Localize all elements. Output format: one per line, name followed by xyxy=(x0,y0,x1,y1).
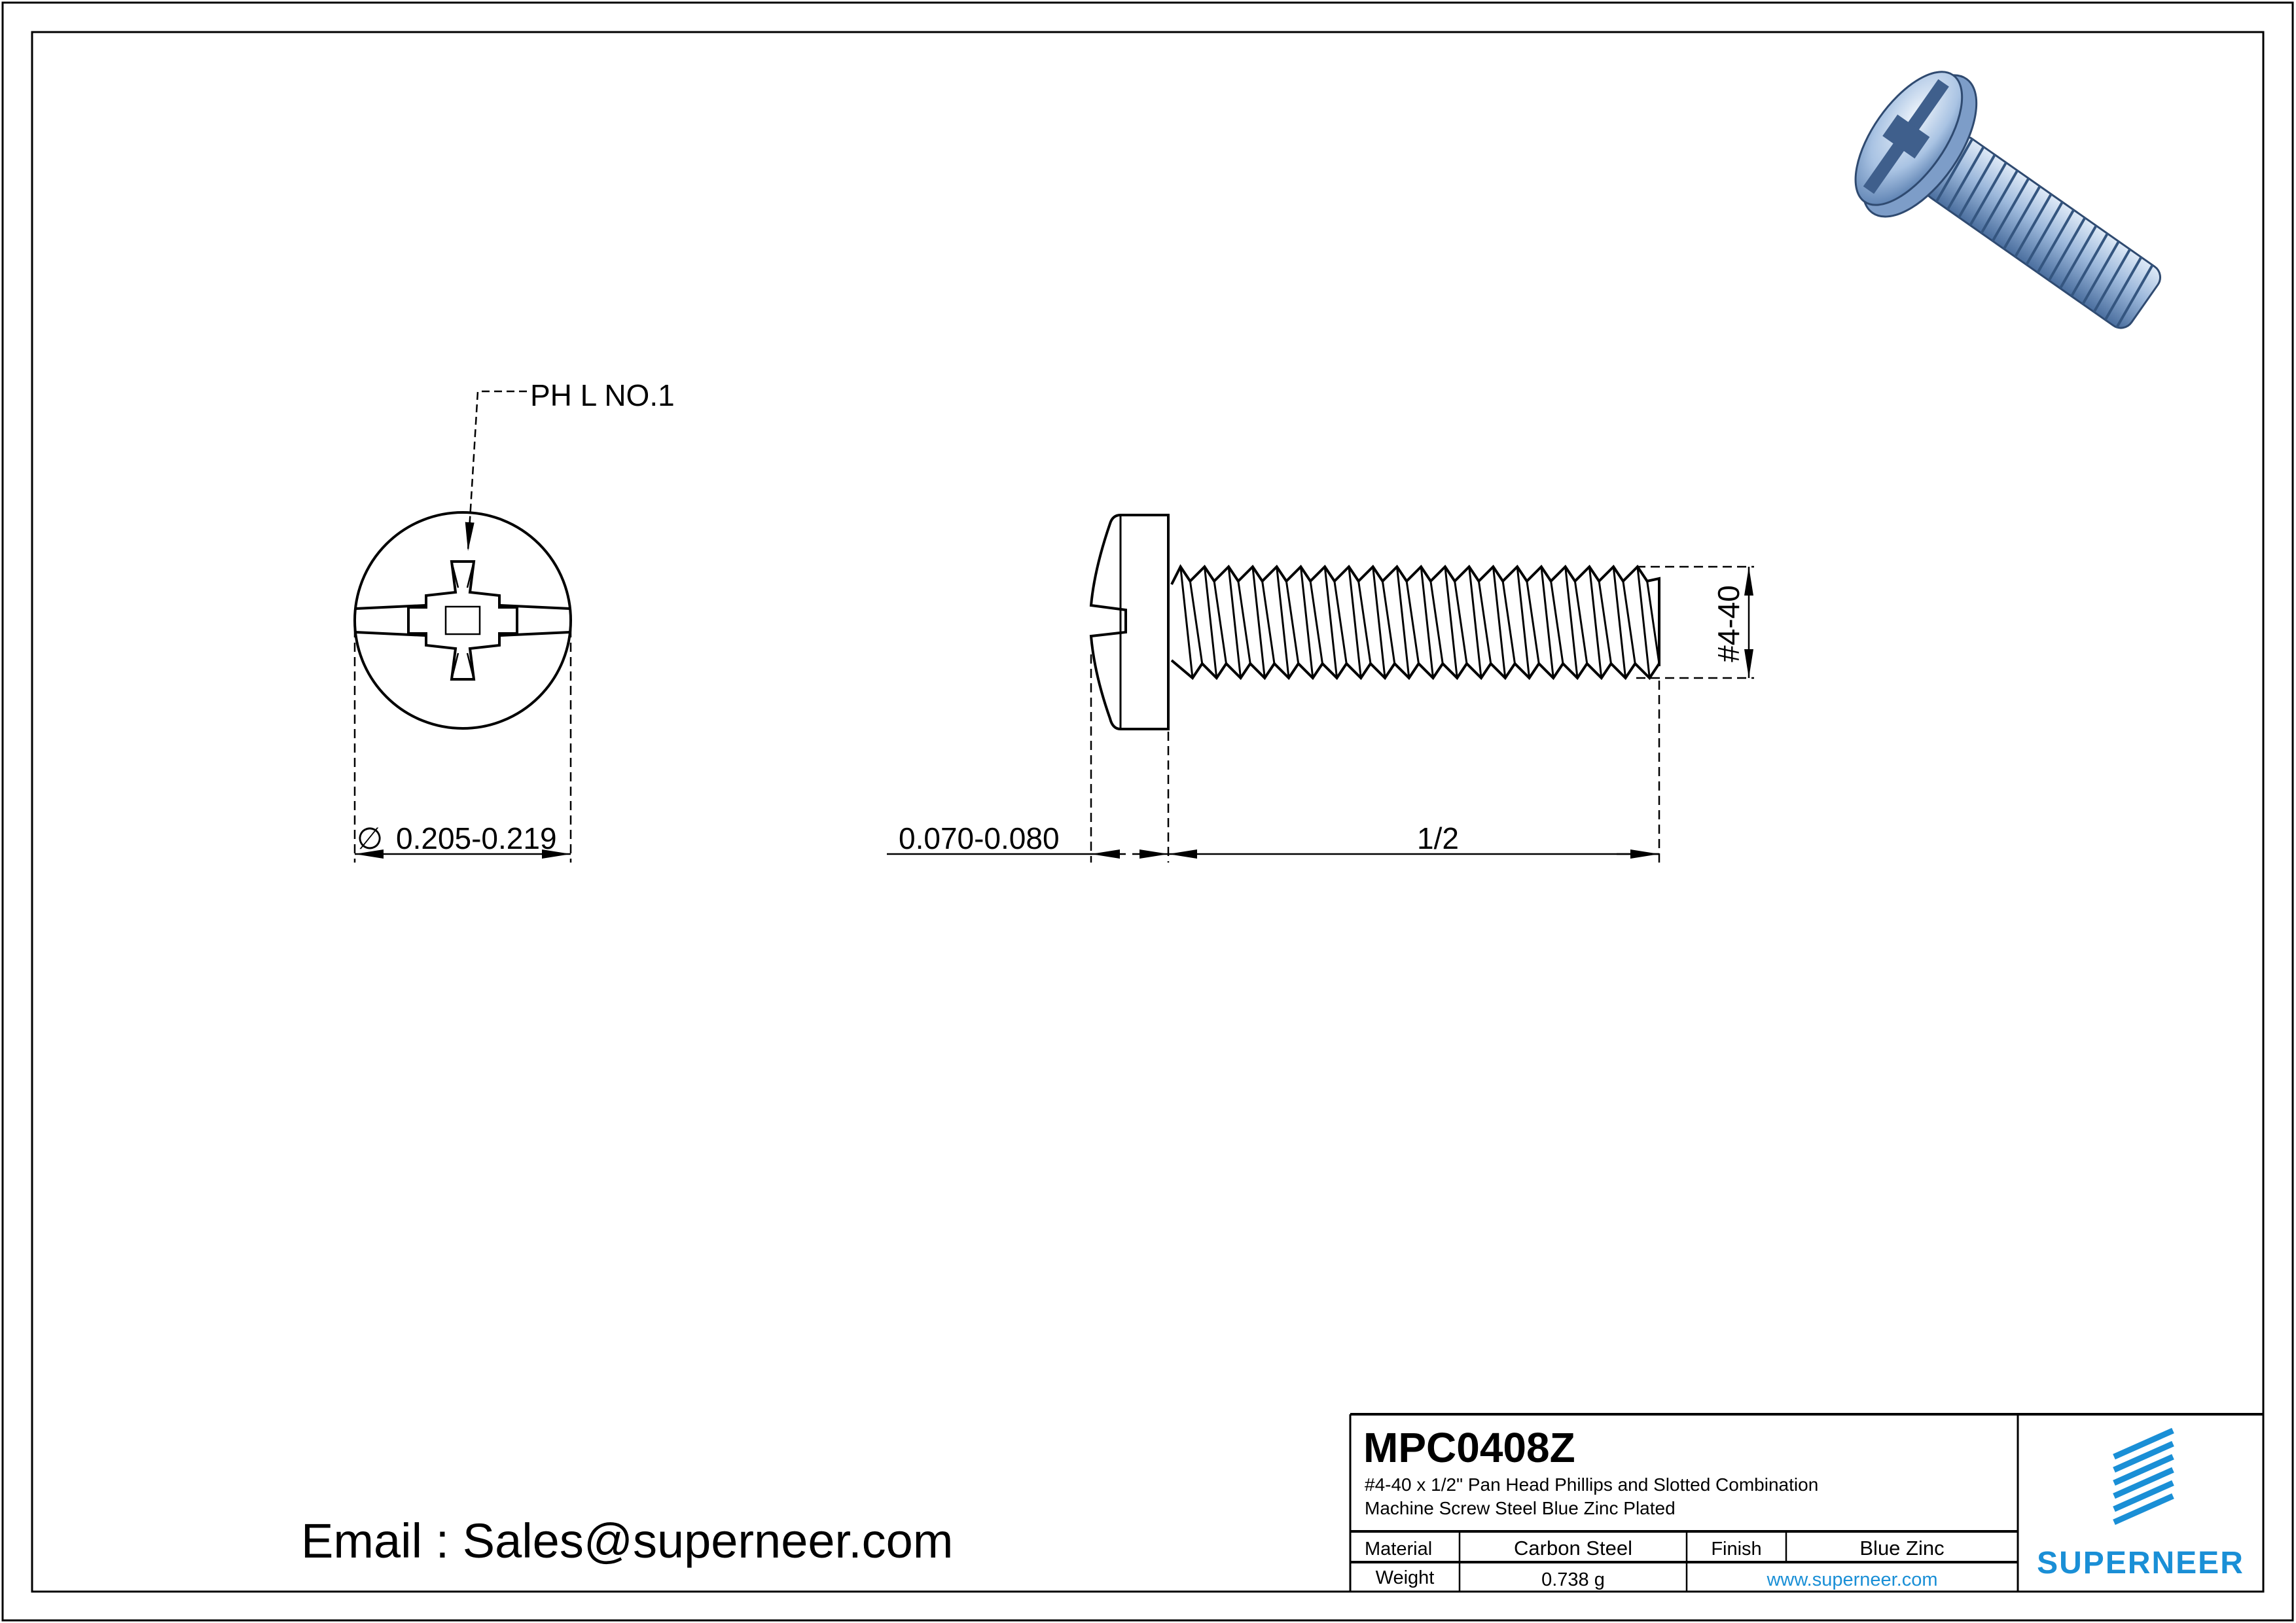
thread-flank xyxy=(1299,566,1323,679)
head-top-view xyxy=(353,511,572,730)
thread-flank xyxy=(1420,566,1444,679)
thread-edge xyxy=(1170,564,1660,666)
thread-ridge xyxy=(1991,177,2030,242)
weight-label: Weight xyxy=(1375,1567,1435,1588)
thread-ridge xyxy=(1958,154,1996,219)
thread-flank xyxy=(1444,566,1468,679)
title-block-grid xyxy=(1349,1413,2263,1592)
thread-flank xyxy=(1540,566,1564,679)
thread-ridge xyxy=(2014,193,2053,258)
brand-name: SUPERNEER xyxy=(2037,1546,2244,1580)
thread-ridge xyxy=(1935,138,1974,203)
thread-flank xyxy=(1348,566,1372,679)
thread-profile xyxy=(1170,564,1660,681)
thread-flank xyxy=(1468,566,1492,679)
description-line-1: #4-40 x 1/2" Pan Head Phillips and Slott… xyxy=(1365,1474,1819,1495)
thread-ridge xyxy=(2081,240,2120,305)
length-label: 1/2 xyxy=(1417,821,1459,855)
thread-flank xyxy=(1227,566,1251,679)
thread-flank xyxy=(1492,566,1516,679)
thread-flank xyxy=(1516,566,1540,679)
thread-flank xyxy=(1179,566,1204,679)
description-line-2: Machine Screw Steel Blue Zinc Plated xyxy=(1365,1498,1676,1518)
email-contact: Email : Sales@superneer.com xyxy=(301,1514,954,1568)
thread-flank xyxy=(1323,566,1348,679)
thread-edge xyxy=(1170,659,1660,681)
thread-ridge xyxy=(2003,185,2041,250)
head-height-label: 0.070-0.080 xyxy=(899,821,1060,855)
material-label: Material xyxy=(1365,1539,1433,1560)
thread-flank xyxy=(1564,566,1588,679)
thread-flank xyxy=(1203,566,1227,679)
thread-ridge xyxy=(2047,217,2087,281)
thread-flank xyxy=(1276,566,1300,679)
thread-flank xyxy=(1588,566,1612,679)
thread-ridge xyxy=(1980,169,2019,234)
thread-flank xyxy=(1636,566,1660,679)
thread-ridge xyxy=(2092,248,2132,313)
head-diameter-dimension xyxy=(353,628,572,863)
website-link[interactable]: www.superneer.com xyxy=(1767,1569,1938,1590)
superneer-logo-icon xyxy=(2113,1427,2174,1525)
thread-ridge xyxy=(1969,162,2007,226)
driver-leader xyxy=(465,390,527,552)
length-dimensions xyxy=(887,654,1660,863)
screw-side-view xyxy=(1089,514,1170,730)
screw-3d-render xyxy=(1854,71,2162,329)
thread-ridge xyxy=(2070,232,2109,297)
material-value: Carbon Steel xyxy=(1514,1537,1632,1560)
thread-ridge xyxy=(2059,224,2098,289)
driver-callout: PH L NO.1 xyxy=(530,378,675,412)
thread-dimension xyxy=(1636,565,1754,679)
thread-flank xyxy=(1612,566,1636,679)
thread-ridge xyxy=(1946,146,1985,211)
thread-ridge xyxy=(2036,209,2075,274)
inner-border xyxy=(31,31,2265,1593)
part-number: MPC0408Z xyxy=(1363,1424,1575,1471)
thread-flank xyxy=(1372,566,1396,679)
weight-value: 0.738 g xyxy=(1541,1569,1605,1590)
thread-ridge xyxy=(2104,256,2143,321)
thread-flank xyxy=(1395,566,1420,679)
thread-flank xyxy=(1251,566,1276,679)
diameter-symbol: ∅ xyxy=(357,821,384,855)
head-diameter-label: 0.205-0.219 xyxy=(396,821,557,855)
thread-ridge xyxy=(2115,264,2154,329)
thread-size-label: #4-40 xyxy=(1711,585,1746,662)
thread-ridge xyxy=(2025,201,2064,266)
finish-label: Finish xyxy=(1711,1539,1762,1560)
finish-value: Blue Zinc xyxy=(1859,1537,1945,1560)
